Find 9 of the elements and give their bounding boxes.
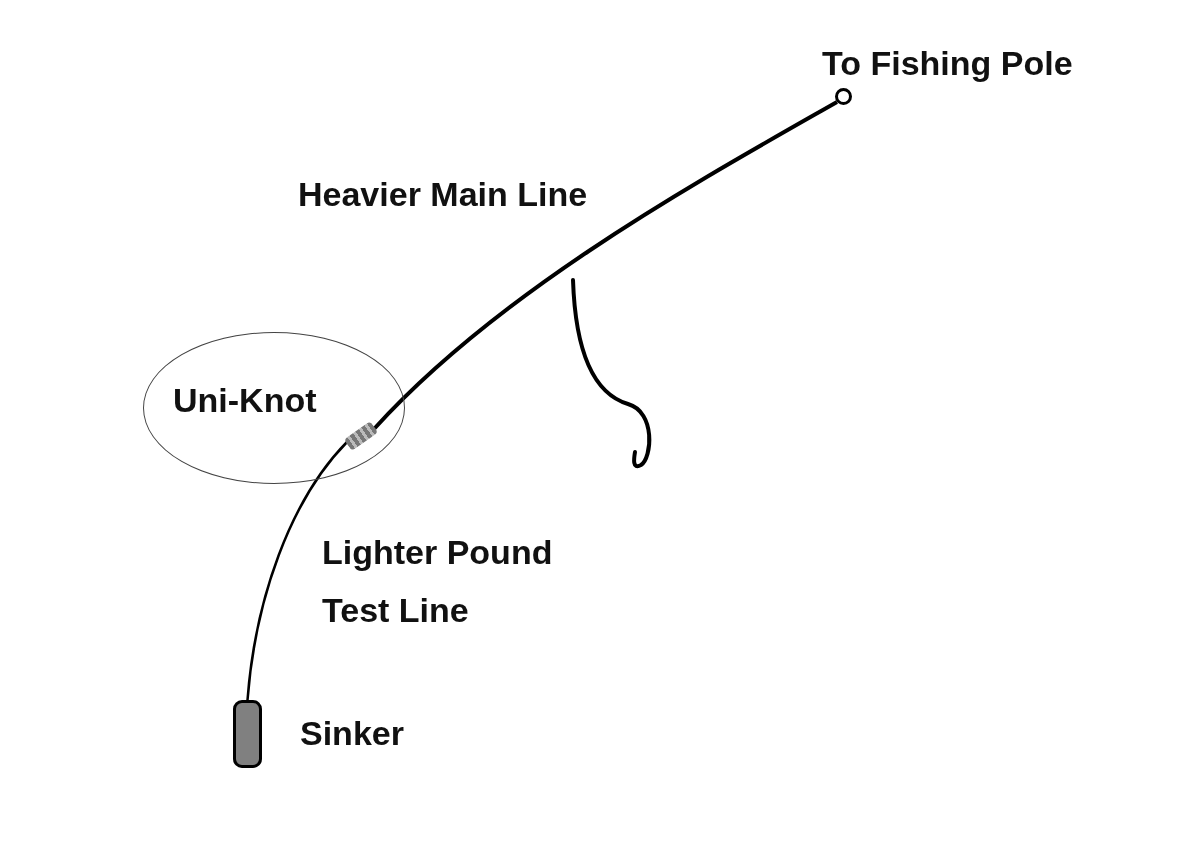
ring <box>835 88 852 105</box>
line-label: Lighter Pound Test Line <box>322 532 554 631</box>
fishing-line <box>246 441 348 701</box>
line-label: Heavier Main Line <box>298 174 588 215</box>
fishing-line <box>372 100 838 431</box>
sinker <box>233 700 262 768</box>
node-caption: To Fishing Pole <box>822 43 1073 84</box>
node-caption: Sinker <box>300 713 404 754</box>
node-label: Uni-Knot <box>173 381 317 420</box>
